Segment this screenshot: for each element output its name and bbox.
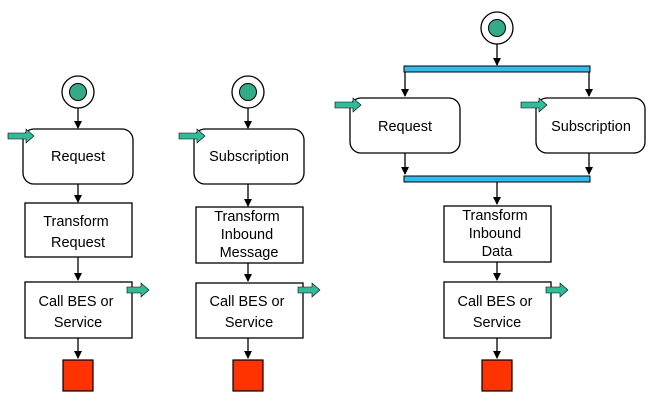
end-node [62,359,94,392]
signal-arrow-icon [126,282,150,298]
request-node: Request [349,97,461,154]
request-node-label: Request [378,119,432,135]
subscription-node: Subscription [193,128,305,185]
start-node [231,75,265,109]
call-service-node-label: Call BES or Service [458,294,537,331]
join-bar [403,175,591,183]
transform-node-label: Transform Inbound Data [462,208,532,260]
transform-node-label: Transform Inbound Message [214,209,284,261]
subscription-node-label: Subscription [551,119,631,135]
transform-node: Transform Inbound Data [443,205,552,263]
signal-arrow-icon [178,128,206,144]
request-node: Request [22,128,134,185]
call-service-node: Call BES or Service [443,281,552,339]
signal-arrow-icon [297,282,321,298]
call-service-node: Call BES or Service [24,281,133,339]
transform-node-label: Transform Request [43,214,113,251]
flow-subscription: Subscription Transform Inbound Message C… [178,75,321,392]
fork-bar [403,65,591,73]
end-node [481,359,513,392]
end-node [232,359,264,392]
subscription-node: Subscription [535,97,646,154]
flow-combined: Request Subscription Transform Inbound D… [334,11,646,392]
signal-arrow-icon [334,97,362,113]
flow-request: Request Transform Request Call BES or Se… [7,75,150,392]
signal-arrow-icon [520,97,548,113]
request-node-label: Request [51,149,105,165]
call-service-node-label: Call BES or Service [210,294,289,331]
start-node [61,75,95,109]
call-service-node-label: Call BES or Service [39,294,118,331]
transform-node: Transform Request [24,202,133,258]
subscription-node-label: Subscription [209,149,289,165]
call-service-node: Call BES or Service [195,282,304,339]
signal-arrow-icon [7,128,35,144]
transform-node: Transform Inbound Message [195,206,304,264]
signal-arrow-icon [545,282,569,298]
start-node [480,11,514,45]
